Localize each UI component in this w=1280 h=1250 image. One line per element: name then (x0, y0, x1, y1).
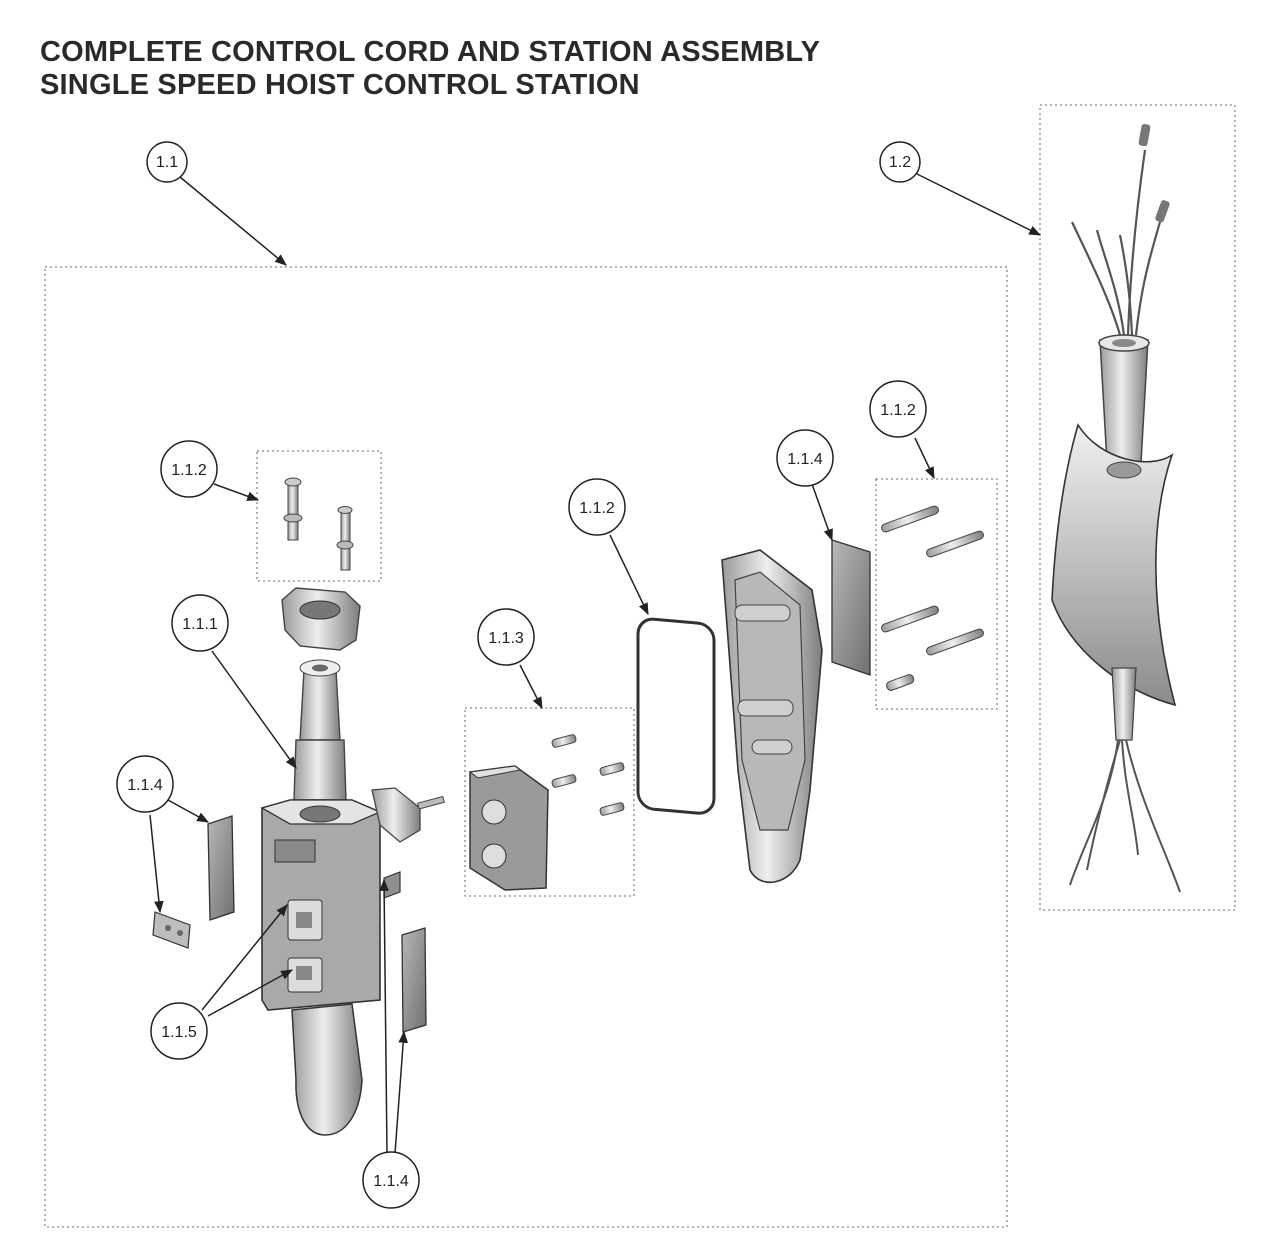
switch-block-box (464, 707, 635, 897)
title-line-2: SINGLE SPEED HOIST CONTROL STATION (40, 69, 640, 101)
pendant-station-body (260, 659, 382, 1136)
switch-block-part (468, 734, 625, 891)
cable-clamp-part (281, 587, 361, 651)
callout-1-1-2-top: 1.1.2 (160, 440, 218, 498)
top-screws-part (283, 477, 354, 571)
svg-text:1.1.4: 1.1.4 (787, 451, 823, 468)
svg-text:1.1.2: 1.1.2 (171, 462, 207, 479)
bracket-part (371, 787, 445, 843)
svg-text:1.1.1: 1.1.1 (182, 616, 218, 633)
back-cover-part (721, 549, 823, 884)
label-plate-bottom (401, 927, 427, 1033)
callout-1-2: 1.2 (879, 141, 921, 183)
label-small-left (152, 911, 191, 949)
callout-1-1-4-right: 1.1.4 (776, 429, 834, 487)
svg-text:1.1.3: 1.1.3 (488, 630, 524, 647)
callout-1-1-4-left: 1.1.4 (116, 755, 174, 813)
right-screws-box (875, 478, 998, 710)
svg-text:1.1.4: 1.1.4 (373, 1173, 409, 1190)
callout-1-1-2-gasket: 1.1.2 (568, 478, 626, 536)
callout-1-1-1: 1.1.1 (171, 594, 229, 652)
label-plate-right (831, 539, 871, 676)
callout-1-1-2-right: 1.1.2 (869, 380, 927, 438)
svg-text:1.1.4: 1.1.4 (127, 777, 163, 794)
label-small-bottom (383, 871, 401, 899)
callout-1-1-4-bottom: 1.1.4 (362, 1151, 420, 1209)
callout-1-1-5: 1.1.5 (150, 1002, 208, 1060)
svg-text:1.1.5: 1.1.5 (161, 1024, 197, 1041)
label-plate-left (207, 815, 235, 921)
page-title: COMPLETE CONTROL CORD AND STATION ASSEMB… (40, 36, 820, 102)
callout-1-1: 1.1 (146, 141, 188, 183)
title-line-1: COMPLETE CONTROL CORD AND STATION ASSEMB… (40, 36, 821, 68)
right-screws-part (881, 505, 984, 691)
gasket-part (636, 617, 716, 815)
control-cord-part (1051, 123, 1181, 893)
leader-lines (149, 173, 1042, 1154)
top-screws-box (256, 450, 382, 582)
svg-text:1.1.2: 1.1.2 (579, 500, 615, 517)
assembly-1-1-box (44, 266, 1008, 1228)
svg-text:1.2: 1.2 (889, 154, 911, 171)
callout-1-1-3: 1.1.3 (477, 608, 535, 666)
svg-text:1.1.2: 1.1.2 (880, 402, 916, 419)
svg-text:1.1: 1.1 (156, 154, 178, 171)
